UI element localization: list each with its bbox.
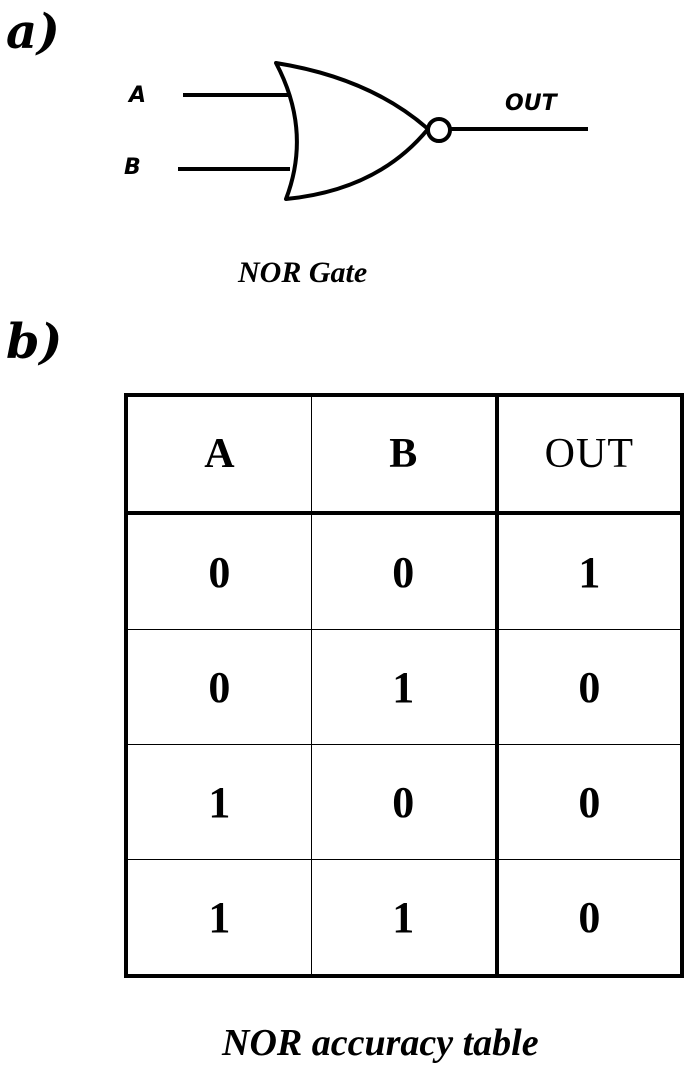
- input-label-b: B: [124, 155, 141, 180]
- table-row: 1 1 0: [125, 859, 683, 977]
- table-row: 1 0 0: [125, 744, 683, 860]
- panel-a-label: a): [6, 4, 60, 60]
- cell-a: 1: [125, 744, 312, 860]
- nor-gate-diagram: A B OUT: [124, 61, 588, 201]
- header-out: OUT: [494, 394, 683, 515]
- output-label: OUT: [505, 91, 559, 116]
- cell-out: 1: [494, 512, 683, 630]
- truth-table: A B OUT 0 0 1 0 1 0 1 0 0 1 1 0: [124, 393, 684, 978]
- input-label-a: A: [127, 83, 146, 108]
- cell-b: 1: [310, 859, 498, 977]
- cell-out: 0: [494, 744, 683, 860]
- gate-caption: NOR Gate: [238, 256, 368, 289]
- cell-b: 0: [310, 512, 498, 630]
- panel-b-label: b): [6, 314, 63, 370]
- nor-gate-body: [274, 61, 430, 201]
- table-header-row: A B OUT: [125, 394, 683, 515]
- cell-a: 0: [125, 629, 312, 745]
- header-b: B: [310, 394, 498, 515]
- cell-out: 0: [494, 629, 683, 745]
- inversion-bubble: [426, 117, 452, 143]
- cell-b: 0: [310, 744, 498, 860]
- table-row: 0 0 1: [125, 512, 683, 630]
- table-caption: NOR accuracy table: [222, 1022, 539, 1064]
- cell-b: 1: [310, 629, 498, 745]
- table-row: 0 1 0: [125, 629, 683, 745]
- cell-a: 0: [125, 512, 312, 630]
- header-a: A: [125, 394, 312, 515]
- cell-out: 0: [494, 859, 683, 977]
- cell-a: 1: [125, 859, 312, 977]
